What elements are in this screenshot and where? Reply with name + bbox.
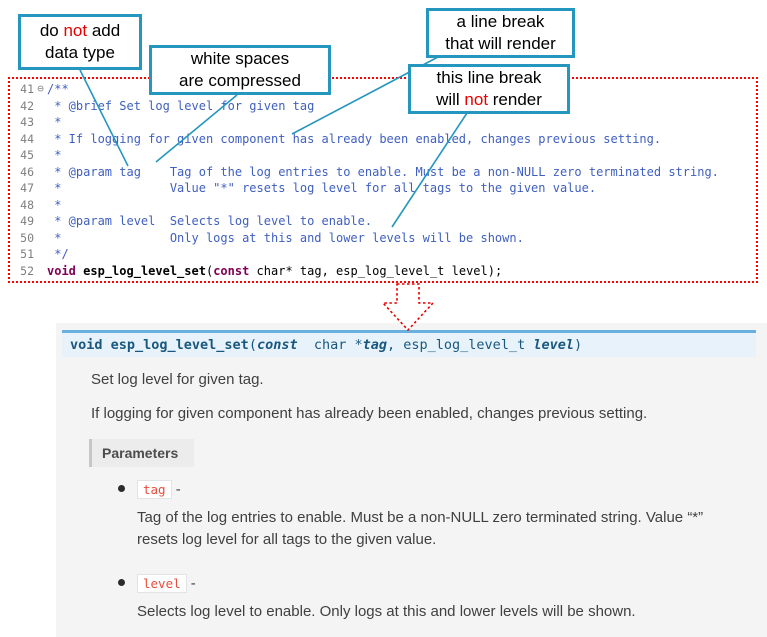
bullet-icon (118, 579, 125, 586)
line-number: 50 (20, 230, 34, 245)
code-text: * Value "*" resets log level for all tag… (47, 181, 597, 195)
fold-spacer (34, 147, 47, 164)
fold-spacer (34, 246, 47, 263)
bullet-icon (118, 485, 125, 492)
line-number: 42 (20, 98, 34, 113)
code-line[interactable]: 41⊖/** (12, 81, 756, 98)
line-number: 44 (20, 131, 34, 146)
detail-paragraph: If logging for given component has alrea… (91, 405, 648, 422)
param-name-literal: tag (137, 480, 172, 499)
code-line[interactable]: 48 * (12, 197, 756, 214)
line-number: 51 (20, 247, 34, 261)
code-line[interactable]: 52 void esp_log_level_set(const char* tag… (12, 263, 756, 280)
code-text: void esp_log_level_set(const char* tag, … (47, 263, 503, 278)
code-text: * (47, 115, 62, 129)
code-line[interactable]: 45 * (12, 147, 756, 164)
code-line[interactable]: 50 * Only logs at this and lower levels … (12, 230, 756, 247)
code-text: * @param level Selects log level to enab… (47, 214, 373, 228)
param-description: Tag of the log entries to enable. Must b… (137, 509, 704, 548)
brief-paragraph: Set log level for given tag. (91, 371, 264, 388)
code-text: * Only logs at this and lower levels wil… (47, 230, 524, 245)
code-line[interactable]: 47 * Value "*" resets log level for all … (12, 180, 756, 197)
fold-spacer (34, 263, 47, 280)
param-dash: - (171, 481, 181, 498)
fold-spacer (34, 213, 47, 230)
line-number: 49 (20, 214, 34, 228)
code-line[interactable]: 51 */ (12, 246, 756, 263)
code-line[interactable]: 43 * (12, 114, 756, 131)
parameter-item: tag - Tag of the log entries to enable. M… (118, 480, 754, 551)
fold-spacer (34, 164, 47, 181)
line-number: 41 (20, 82, 34, 96)
parameter-list: tag - Tag of the log entries to enable. M… (118, 480, 754, 637)
code-text: /** (47, 82, 69, 96)
fold-spacer (34, 131, 47, 148)
code-line[interactable]: 49 * @param level Selects log level to e… (12, 213, 756, 230)
code-lines: 41⊖/**42 * @brief Set log level for give… (12, 81, 756, 279)
parameter-head: tag - (118, 480, 754, 499)
param-dash: - (186, 575, 196, 592)
line-number: 47 (20, 181, 34, 195)
fold-spacer (34, 114, 47, 131)
line-number: 46 (20, 164, 34, 179)
param-name-literal: level (137, 574, 187, 593)
code-editor[interactable]: 41⊖/**42 * @brief Set log level for give… (8, 77, 758, 283)
line-number: 43 (20, 115, 34, 129)
code-line[interactable]: 42 * @brief Set log level for given tag (12, 98, 756, 115)
parameter-item: level - Selects log level to enable. Only… (118, 574, 754, 623)
parameter-head: level - (118, 574, 754, 593)
fold-spacer (34, 180, 47, 197)
line-number: 45 (20, 148, 34, 162)
function-signature: void esp_log_level_set(const char *tag, … (62, 330, 756, 357)
fold-spacer (34, 197, 47, 214)
parameters-heading: Parameters (89, 439, 195, 467)
line-number: 52 (20, 263, 34, 278)
code-line[interactable]: 44 * If logging for given component has … (12, 131, 756, 148)
fold-spacer (34, 230, 47, 247)
code-text: * @brief Set log level for given tag (47, 98, 315, 113)
fold-spacer (34, 98, 47, 115)
code-text: * @param tag Tag of the log entries to e… (47, 164, 719, 179)
fold-collapse-icon[interactable]: ⊖ (37, 82, 44, 95)
code-line[interactable]: 46 * @param tag Tag of the log entries t… (12, 164, 756, 181)
code-text: */ (47, 247, 69, 261)
code-text: * (47, 148, 62, 162)
rendered-docs: void esp_log_level_set(const char *tag, … (56, 323, 767, 637)
param-description: Selects log level to enable. Only logs a… (137, 603, 636, 620)
line-number: 48 (20, 197, 34, 212)
code-text: * (47, 197, 62, 212)
code-text: * If logging for given component has alr… (47, 131, 662, 146)
